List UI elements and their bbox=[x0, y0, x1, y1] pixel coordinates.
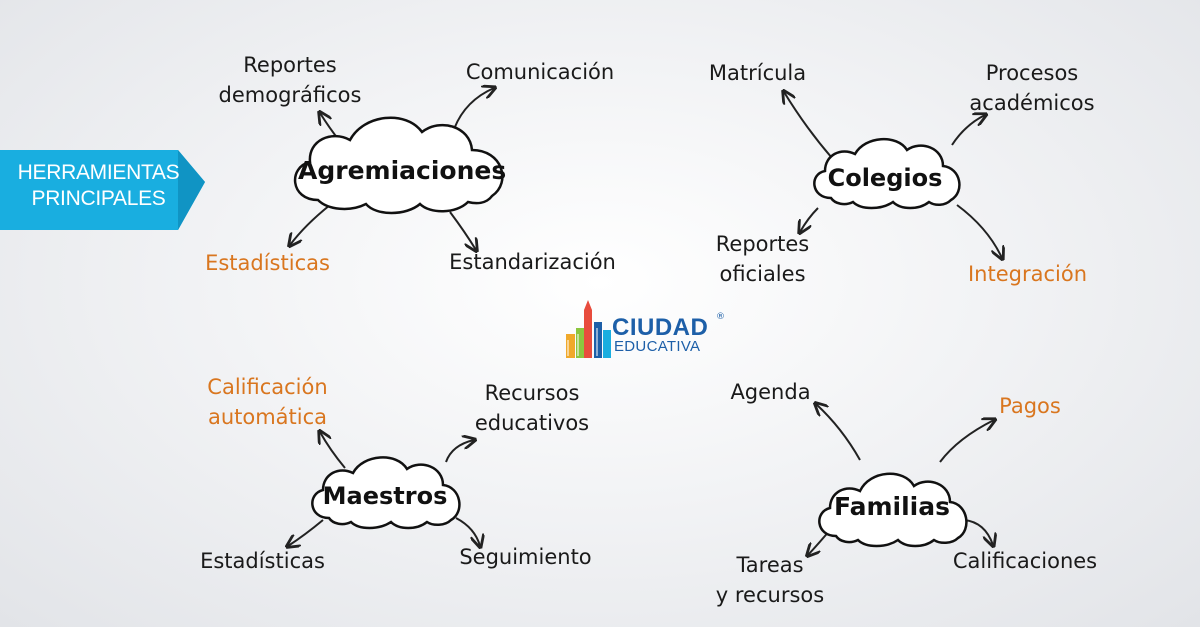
cloud-title-familias: Familias bbox=[834, 492, 950, 521]
label-estadisticas-maestros: Estadísticas bbox=[200, 549, 325, 573]
label-reportes-oficiales: Reportes oficiales bbox=[715, 232, 810, 286]
arrow-to-estadisticas-maestros bbox=[288, 519, 324, 546]
label-tareas-recursos: Tareas y recursos bbox=[715, 553, 825, 607]
label-estadisticas-agrem: Estadísticas bbox=[205, 251, 330, 275]
arrow-to-procesos-academicos bbox=[951, 115, 985, 146]
label-reportes-demograficos: Reportes demográficos bbox=[218, 53, 362, 107]
cloud-title-colegios: Colegios bbox=[827, 164, 943, 192]
banner-title: HERRAMIENTAS PRINCIPALES bbox=[17, 161, 180, 210]
cloud-colegios bbox=[813, 137, 961, 210]
logo-buildings-icon bbox=[566, 300, 611, 358]
banner-ribbon bbox=[0, 150, 205, 230]
arrow-to-integracion bbox=[956, 204, 1002, 258]
label-seguimiento: Seguimiento bbox=[459, 545, 592, 569]
arrow-to-calificacion-automatica bbox=[320, 432, 346, 469]
arrow-to-recursos-educativos bbox=[445, 440, 474, 463]
label-procesos-academicos: Procesos académicos bbox=[969, 61, 1095, 115]
arrow-to-pagos bbox=[939, 420, 994, 463]
logo-ciudad-educativa: CIUDAD ® EDUCATIVA bbox=[564, 298, 734, 360]
label-matricula: Matrícula bbox=[708, 61, 807, 85]
cloud-agremiaciones bbox=[293, 116, 504, 215]
cloud-title-agremiaciones: Agremiaciones bbox=[298, 156, 507, 185]
label-estandarizacion: Estandarización bbox=[449, 250, 616, 274]
arrow-to-matricula bbox=[784, 92, 833, 159]
logo-text-ciudad: CIUDAD bbox=[612, 314, 709, 341]
arrow-to-agenda bbox=[816, 404, 861, 461]
arrow-to-seguimiento bbox=[455, 517, 480, 546]
cloud-title-maestros: Maestros bbox=[322, 482, 448, 510]
cloud-maestros bbox=[311, 456, 461, 530]
arrow-to-reportes-oficiales bbox=[800, 207, 819, 232]
cloud-familias bbox=[818, 472, 968, 548]
label-agenda: Agenda bbox=[730, 380, 811, 404]
logo-text-educativa: EDUCATIVA bbox=[614, 338, 701, 355]
label-calificacion-automatica: Calificación automática bbox=[207, 375, 328, 429]
arrow-to-estadisticas-agrem bbox=[290, 204, 331, 245]
logo-registered-mark: ® bbox=[716, 312, 725, 322]
label-integracion: Integración bbox=[967, 262, 1088, 286]
label-recursos-educativos: Recursos educativos bbox=[474, 381, 590, 435]
arrow-to-estandarizacion bbox=[449, 211, 476, 250]
label-calificaciones: Calificaciones bbox=[952, 549, 1098, 573]
label-pagos: Pagos bbox=[999, 394, 1061, 418]
label-comunicacion: Comunicación bbox=[465, 60, 615, 84]
